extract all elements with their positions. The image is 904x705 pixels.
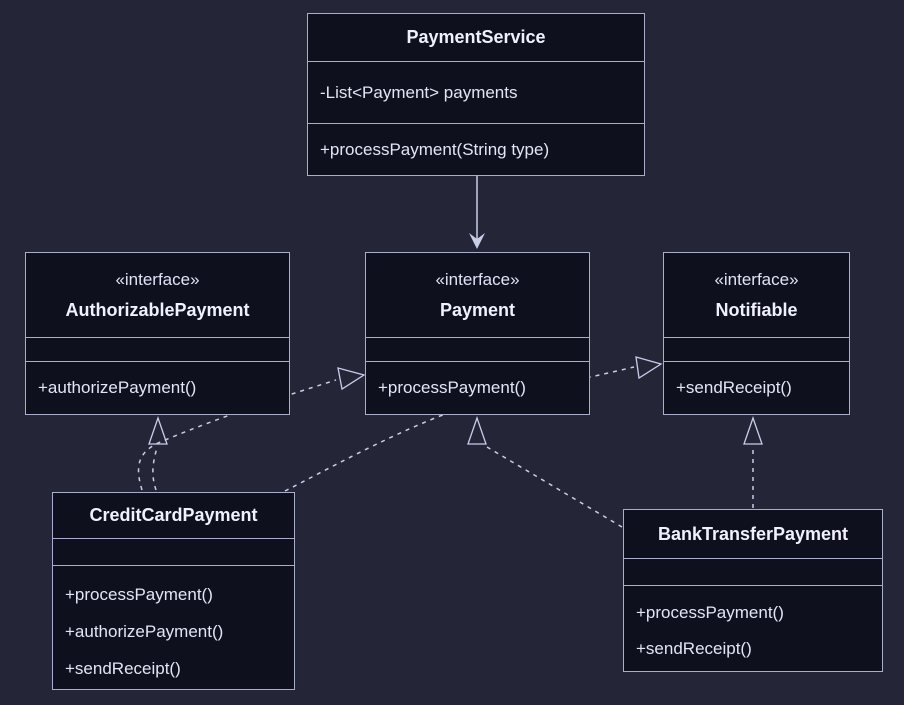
arrowhead-triangle-icon xyxy=(635,356,663,380)
empty-attributes-row xyxy=(53,538,294,565)
method: +processPayment() xyxy=(636,603,784,622)
class-node-credit-card-payment: CreditCardPayment +processPayment() +aut… xyxy=(52,492,295,690)
method: +sendReceipt() xyxy=(636,639,752,658)
class-node-payment-service: PaymentService -List<Payment> payments +… xyxy=(307,13,645,176)
method: +processPayment() xyxy=(378,378,526,397)
empty-attributes-row xyxy=(664,337,849,361)
stereotype-label: «interface» xyxy=(714,269,799,289)
class-title-row: PaymentService xyxy=(308,14,644,61)
interface-methods-row: +processPayment() xyxy=(366,361,589,414)
edge-creditcard-notifiable xyxy=(284,356,663,492)
class-methods-row: +processPayment() +authorizePayment() +s… xyxy=(53,565,294,689)
method: +sendReceipt() xyxy=(676,378,792,397)
class-name: Notifiable xyxy=(715,299,798,320)
interface-node-authorizable-payment: «interface» AuthorizablePayment +authori… xyxy=(25,252,290,415)
arrowhead-triangle-icon xyxy=(467,416,487,445)
interface-methods-row: +sendReceipt() xyxy=(664,361,849,414)
class-name: PaymentService xyxy=(406,27,546,47)
stereotype-label: «interface» xyxy=(115,269,200,289)
arrowhead-vee-icon xyxy=(469,233,485,249)
method: +processPayment(String type) xyxy=(320,139,550,159)
class-node-bank-transfer-payment: BankTransferPayment +processPayment() +s… xyxy=(623,509,883,672)
class-methods-row: +processPayment() +sendReceipt() xyxy=(624,585,882,671)
edge-banktransfer-notifiable xyxy=(743,416,763,508)
edge-creditcard-authorizable xyxy=(148,416,168,491)
interface-title-row: «interface» Payment xyxy=(366,253,589,337)
interface-title-row: «interface» AuthorizablePayment xyxy=(26,253,289,337)
class-title-row: BankTransferPayment xyxy=(624,510,882,558)
attribute: -List<Payment> payments xyxy=(320,82,518,102)
class-name: BankTransferPayment xyxy=(657,523,849,544)
method: +processPayment() xyxy=(65,585,213,604)
class-methods-row: +processPayment(String type) xyxy=(308,123,644,175)
interface-node-payment: «interface» Payment +processPayment() xyxy=(365,252,590,415)
interface-methods-row: +authorizePayment() xyxy=(26,361,289,414)
empty-attributes-row xyxy=(624,558,882,585)
edge-paymentservice-payment xyxy=(469,174,485,249)
empty-attributes-row xyxy=(26,337,289,361)
method: +authorizePayment() xyxy=(38,378,197,397)
method: +authorizePayment() xyxy=(65,622,224,641)
empty-attributes-row xyxy=(366,337,589,361)
interface-node-notifiable: «interface» Notifiable +sendReceipt() xyxy=(663,252,850,415)
edge-banktransfer-payment xyxy=(467,416,623,528)
class-name: AuthorizablePayment xyxy=(65,299,250,320)
class-title-row: CreditCardPayment xyxy=(53,493,294,538)
class-attributes-row: -List<Payment> payments xyxy=(308,61,644,123)
arrowhead-triangle-icon xyxy=(148,416,168,445)
stereotype-label: «interface» xyxy=(435,269,520,289)
class-name: CreditCardPayment xyxy=(89,505,258,525)
interface-title-row: «interface» Notifiable xyxy=(664,253,849,337)
method: +sendReceipt() xyxy=(65,659,181,678)
edge-creditcard-payment xyxy=(137,367,366,491)
arrowhead-triangle-icon xyxy=(337,367,366,391)
class-name: Payment xyxy=(439,299,516,320)
arrowhead-triangle-icon xyxy=(743,416,763,445)
